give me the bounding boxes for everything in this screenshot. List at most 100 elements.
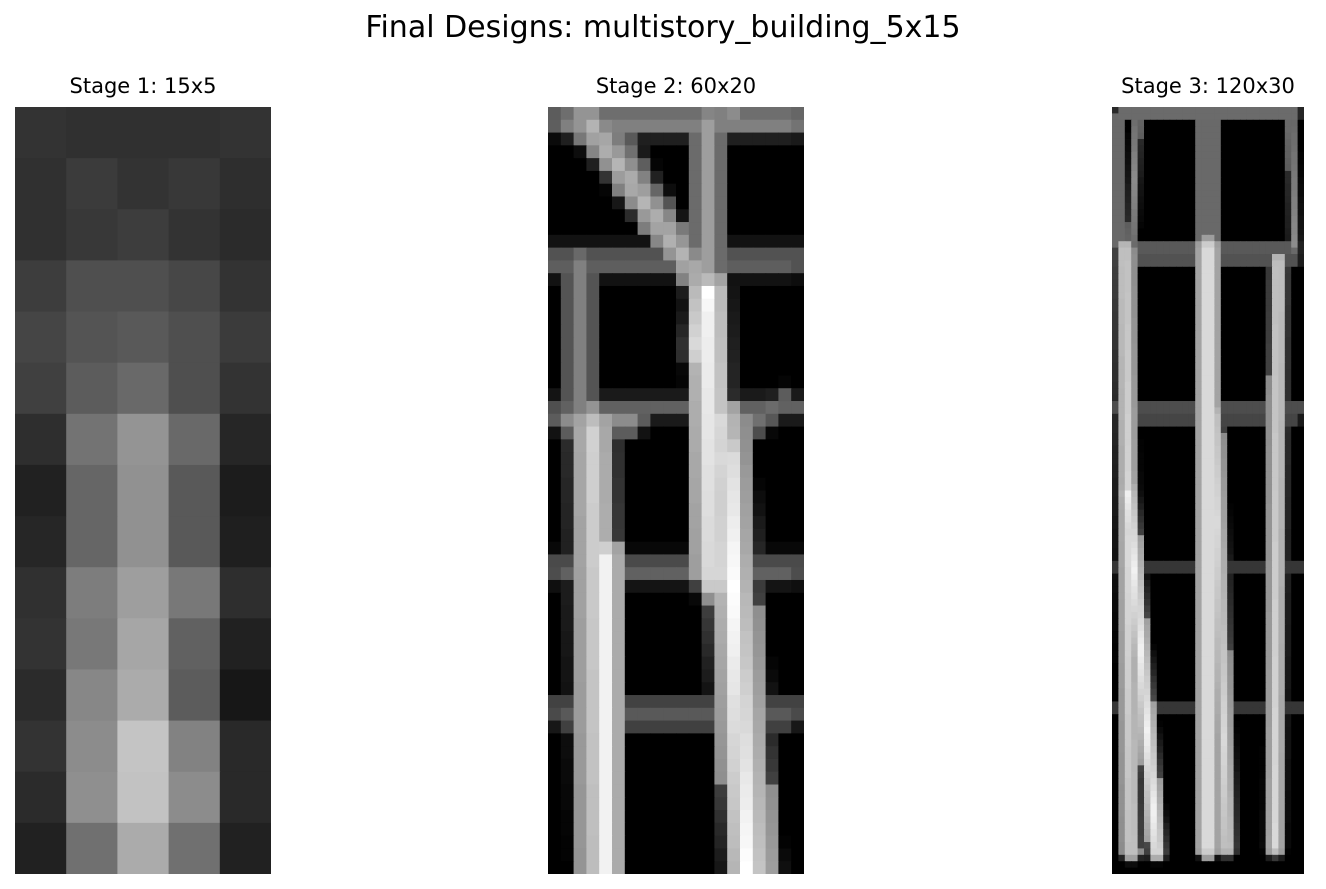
heatmap-cell bbox=[1252, 477, 1260, 485]
heatmap-cell bbox=[1252, 752, 1260, 760]
heatmap-cell bbox=[1176, 778, 1183, 786]
heatmap-cell bbox=[701, 758, 715, 773]
heatmap-cell bbox=[586, 784, 600, 798]
heatmap-cell bbox=[676, 490, 690, 504]
heatmap-cell bbox=[1112, 701, 1119, 709]
heatmap-cell bbox=[1195, 190, 1203, 198]
heatmap-cell bbox=[1124, 215, 1132, 223]
heatmap-cell bbox=[1220, 771, 1228, 779]
heatmap-cell bbox=[727, 439, 741, 453]
heatmap-cell bbox=[1131, 663, 1139, 671]
heatmap-cell bbox=[1150, 822, 1158, 830]
heatmap-cell bbox=[586, 388, 600, 402]
heatmap-cell bbox=[1265, 439, 1273, 447]
heatmap-cell bbox=[1265, 701, 1273, 709]
heatmap-cell bbox=[1150, 579, 1158, 587]
heatmap-cell bbox=[688, 771, 703, 786]
heatmap-cell bbox=[1176, 688, 1183, 696]
heatmap-cell bbox=[1252, 337, 1260, 345]
heatmap-cell bbox=[1208, 138, 1215, 146]
heatmap-cell bbox=[168, 260, 221, 313]
heatmap-cell bbox=[1124, 477, 1132, 485]
heatmap-cell bbox=[1150, 528, 1158, 536]
heatmap-cell bbox=[1112, 324, 1119, 332]
heatmap-cell bbox=[1176, 190, 1183, 198]
heatmap-cell bbox=[1227, 279, 1235, 287]
heatmap-cell bbox=[1156, 548, 1164, 556]
heatmap-cell bbox=[1291, 439, 1299, 447]
heatmap-cell bbox=[1188, 241, 1196, 249]
heatmap-cell bbox=[1297, 522, 1304, 530]
heatmap-cell bbox=[1150, 285, 1158, 293]
heatmap-cell bbox=[1233, 337, 1241, 345]
heatmap-cell bbox=[752, 196, 767, 210]
heatmap-cell bbox=[765, 401, 779, 415]
heatmap-cell bbox=[1156, 388, 1164, 396]
heatmap-cell bbox=[765, 861, 779, 874]
heatmap-cell bbox=[1297, 688, 1304, 696]
heatmap-cell bbox=[1227, 394, 1235, 402]
heatmap-cell bbox=[1208, 266, 1215, 274]
heatmap-cell bbox=[624, 797, 639, 811]
heatmap-cell bbox=[1131, 145, 1139, 153]
heatmap-cell bbox=[701, 490, 715, 504]
heatmap-cell bbox=[676, 401, 690, 415]
heatmap-cell bbox=[1291, 810, 1299, 818]
heatmap-cell bbox=[1233, 381, 1241, 389]
heatmap-cell bbox=[1246, 413, 1254, 421]
heatmap-cell bbox=[1246, 107, 1254, 114]
heatmap-cell bbox=[1227, 752, 1235, 760]
heatmap-cell bbox=[1169, 746, 1177, 754]
heatmap-cell bbox=[1195, 490, 1203, 498]
heatmap-cell bbox=[1163, 579, 1171, 587]
heatmap-cell bbox=[752, 413, 767, 428]
heatmap-cell bbox=[599, 771, 613, 786]
heatmap-cell bbox=[1131, 631, 1139, 639]
heatmap-cell bbox=[1182, 317, 1190, 325]
heatmap-cell bbox=[1284, 637, 1292, 645]
heatmap-cell bbox=[1246, 637, 1254, 645]
heatmap-cell bbox=[1137, 739, 1145, 747]
heatmap-cell bbox=[1227, 432, 1235, 440]
heatmap-cell bbox=[1195, 222, 1203, 230]
heatmap-cell bbox=[1188, 266, 1196, 274]
heatmap-cell bbox=[1112, 432, 1119, 440]
heatmap-cell bbox=[1169, 113, 1177, 121]
heatmap-cell bbox=[1131, 605, 1139, 613]
heatmap-cell bbox=[1214, 388, 1222, 396]
heatmap-cell bbox=[676, 822, 690, 837]
heatmap-cell bbox=[1112, 311, 1119, 319]
heatmap-cell bbox=[168, 771, 221, 824]
heatmap-cell bbox=[778, 758, 792, 773]
heatmap-cell bbox=[1246, 554, 1254, 562]
heatmap-cell bbox=[791, 222, 804, 236]
heatmap-cell bbox=[612, 541, 626, 556]
heatmap-cell bbox=[1278, 867, 1286, 874]
heatmap-cell bbox=[1176, 209, 1183, 217]
heatmap-cell bbox=[1150, 317, 1158, 325]
heatmap-cell bbox=[1220, 311, 1228, 319]
heatmap-cell bbox=[1201, 784, 1209, 792]
heatmap-cell bbox=[701, 426, 715, 440]
heatmap-cell bbox=[1112, 381, 1119, 389]
heatmap-cell bbox=[1214, 183, 1222, 191]
heatmap-cell bbox=[1124, 714, 1132, 722]
heatmap-cell bbox=[1112, 138, 1119, 146]
heatmap-cell bbox=[548, 349, 562, 364]
heatmap-cell bbox=[1246, 356, 1254, 364]
heatmap-cell bbox=[1246, 401, 1254, 409]
heatmap-cell bbox=[1112, 528, 1119, 536]
heatmap-cell bbox=[1131, 484, 1139, 492]
heatmap-cell bbox=[624, 158, 639, 172]
heatmap-cell bbox=[1214, 477, 1222, 485]
heatmap-cell bbox=[612, 285, 626, 300]
heatmap-cell bbox=[1124, 835, 1132, 843]
heatmap-cell bbox=[1246, 228, 1254, 236]
heatmap-cell bbox=[1233, 164, 1241, 172]
heatmap-cell bbox=[1272, 682, 1279, 690]
heatmap-cell bbox=[1240, 241, 1247, 249]
heatmap-cell bbox=[117, 260, 170, 313]
heatmap-cell bbox=[765, 413, 779, 428]
heatmap-cell bbox=[1240, 797, 1247, 805]
heatmap-cell bbox=[688, 541, 703, 556]
